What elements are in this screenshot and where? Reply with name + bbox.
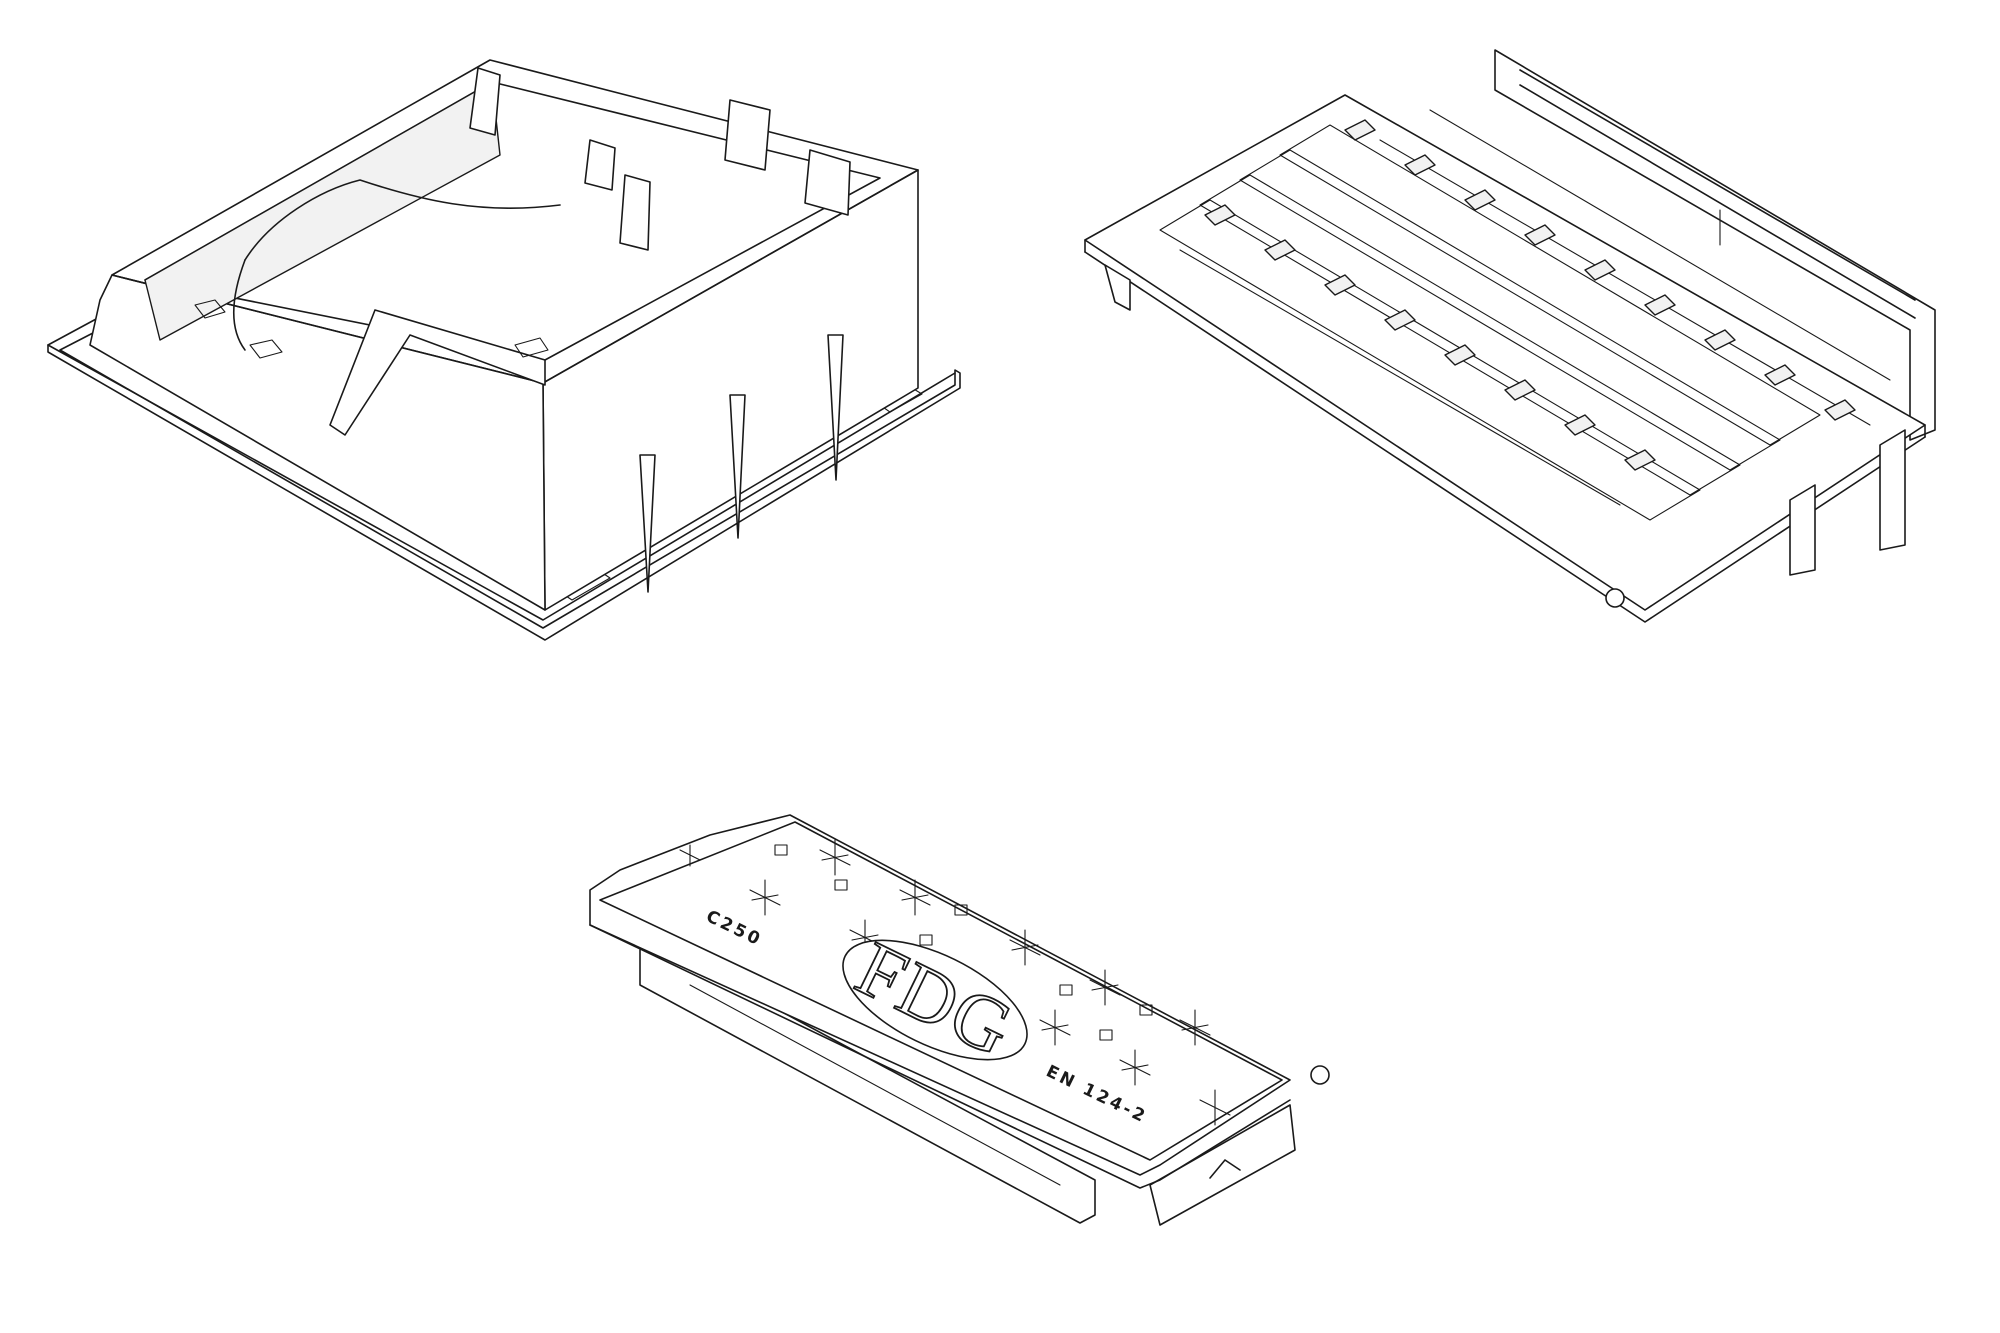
grating-back-frame xyxy=(1494,49,1936,441)
cover-brand-oval xyxy=(842,939,1028,1061)
grating-part xyxy=(1084,49,1936,623)
frame-front-wall xyxy=(542,169,919,611)
grating-lugs xyxy=(1204,119,1856,471)
frame-body-part xyxy=(47,59,961,641)
cover-tread-pattern xyxy=(679,839,1231,1126)
cover-plate-part: FDG C250 EN 124-2 xyxy=(589,814,1330,1226)
